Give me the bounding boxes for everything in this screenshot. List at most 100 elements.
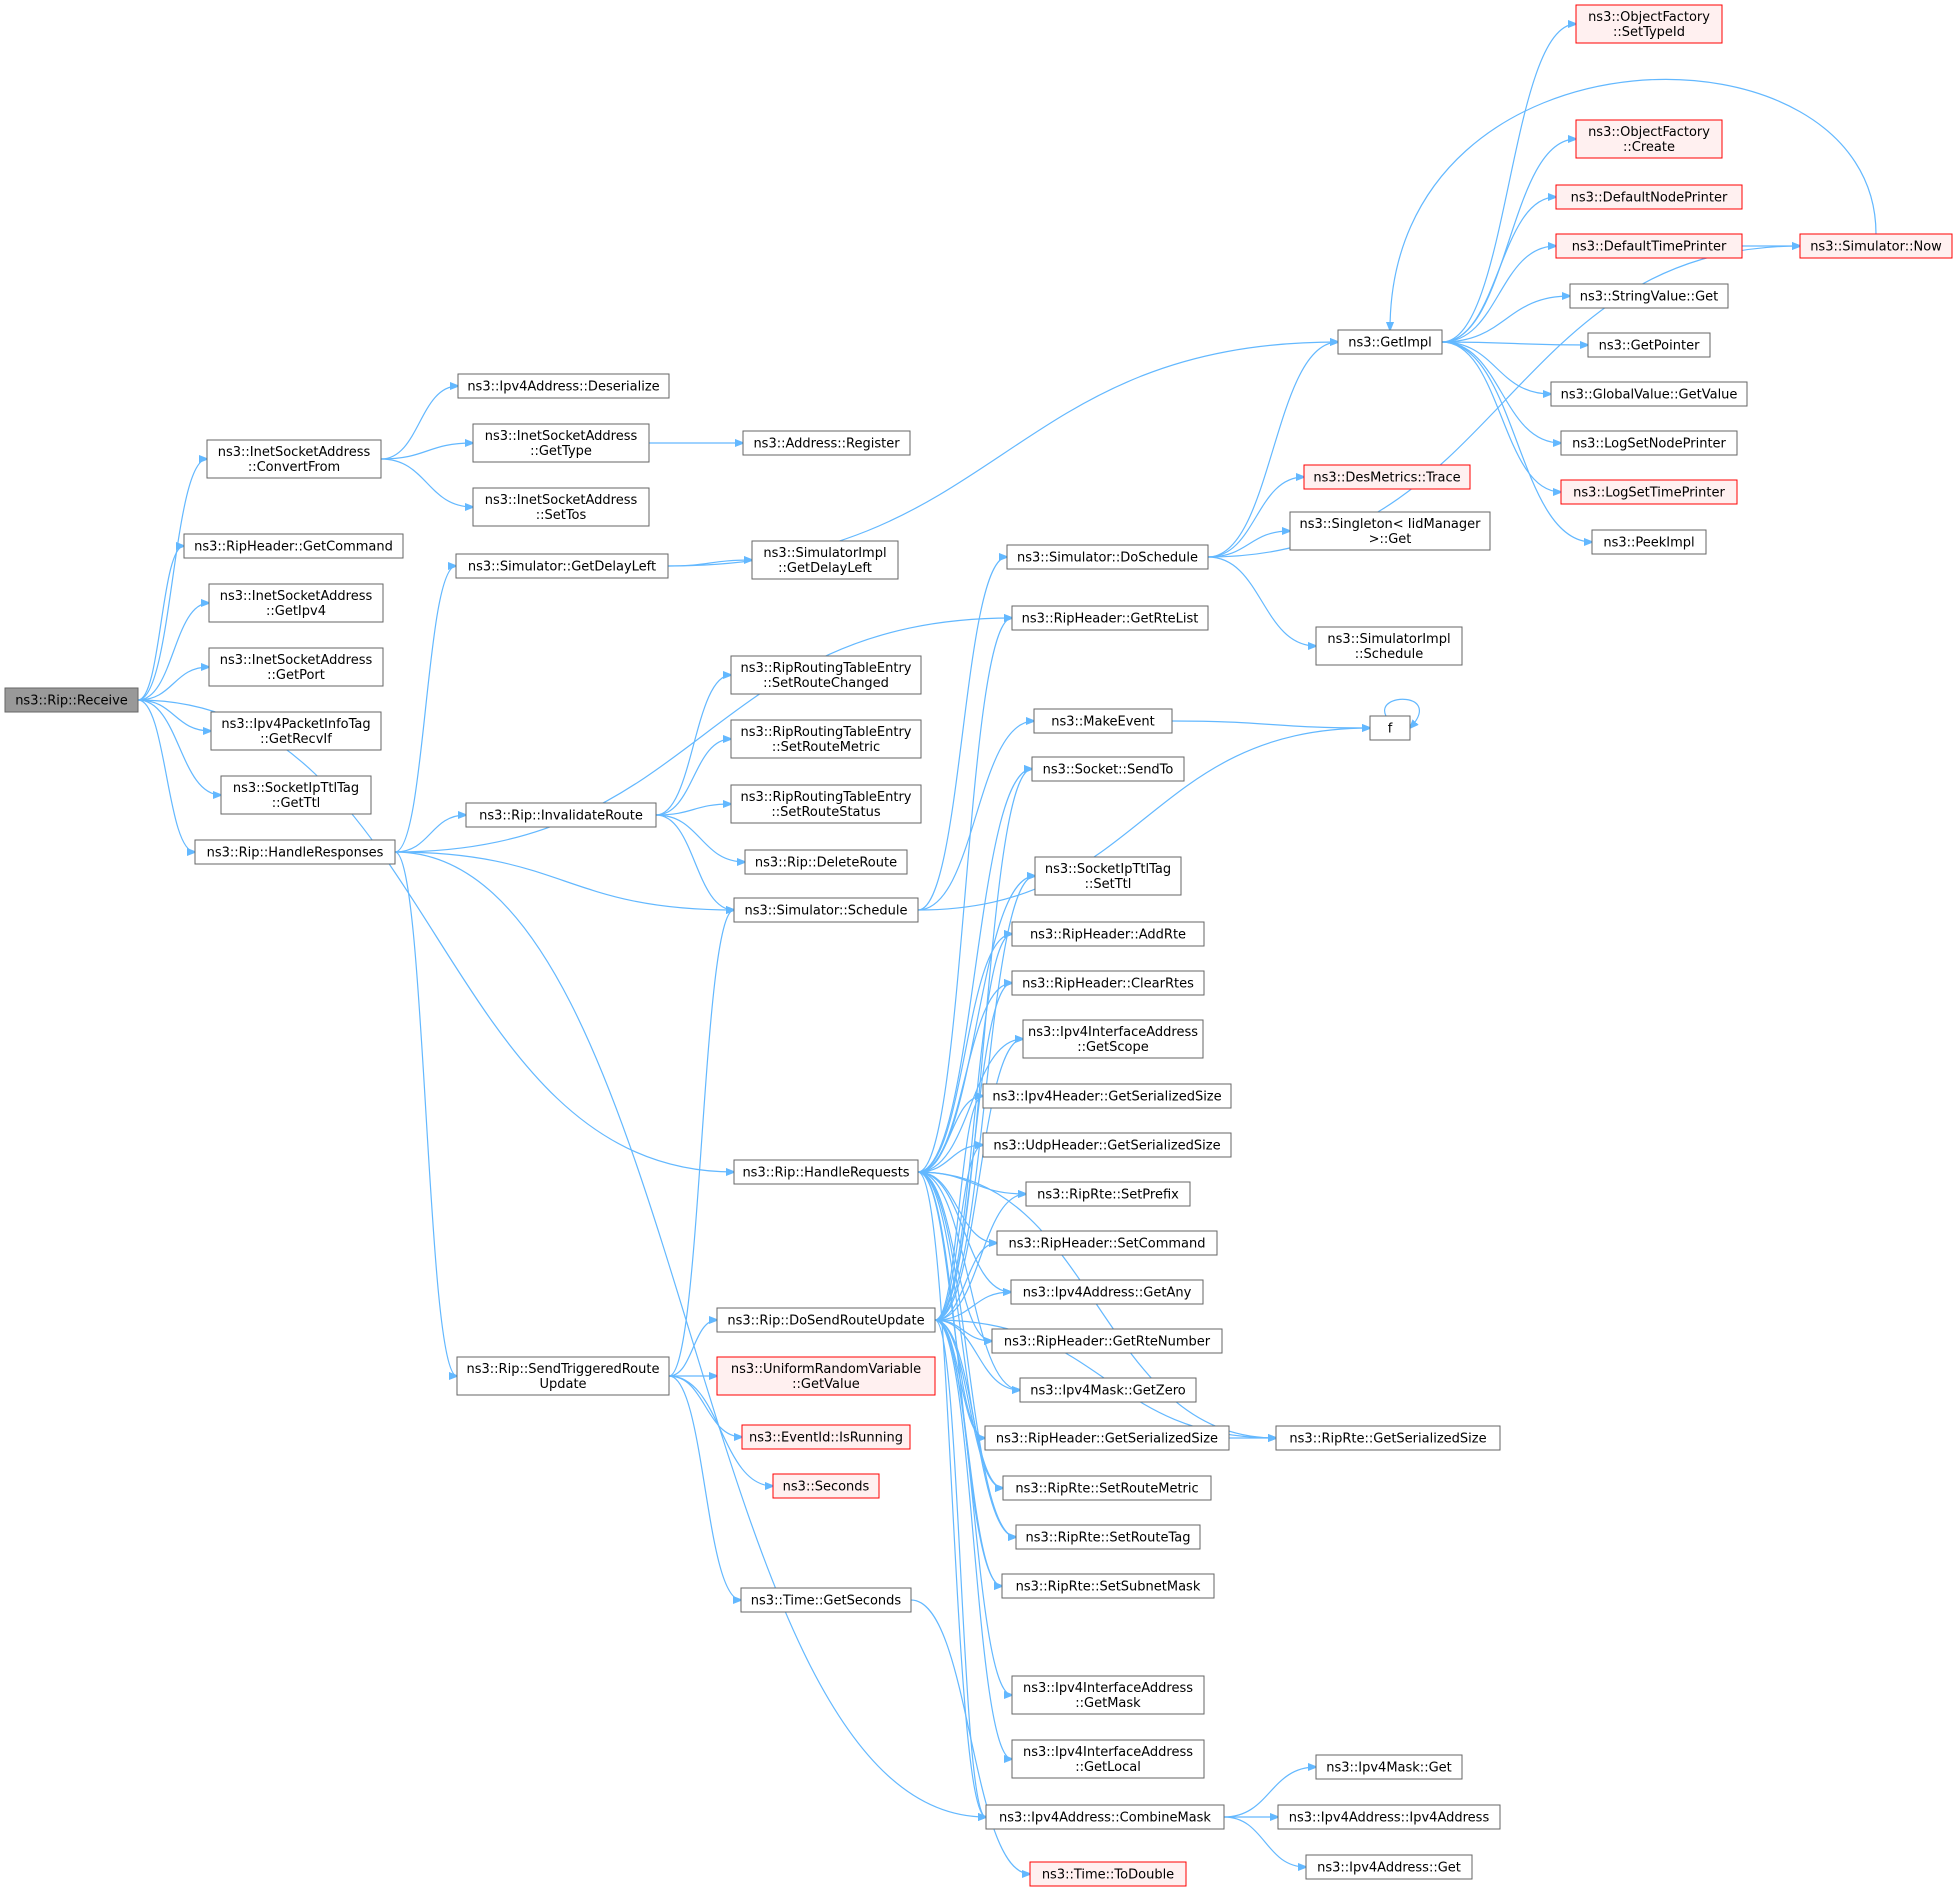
node-clearrtes[interactable]: ns3::RipHeader::ClearRtes [1011, 970, 1205, 996]
node-riphdrsize[interactable]: ns3::RipHeader::GetSerializedSize [984, 1425, 1230, 1451]
node-invalidateroute[interactable]: ns3::Rip::InvalidateRoute [465, 802, 657, 828]
node-addrget[interactable]: ns3::Ipv4Address::Get [1305, 1854, 1473, 1880]
node-getttl[interactable]: ns3::SocketIpTtlTag::GetTtl [220, 775, 372, 815]
node-getrtenumber[interactable]: ns3::RipHeader::GetRteNumber [991, 1328, 1223, 1354]
node-stringvalueget[interactable]: ns3::StringValue::Get [1569, 283, 1729, 309]
node-isrunning[interactable]: ns3::EventId::IsRunning [741, 1424, 911, 1450]
node-maskget[interactable]: ns3::Ipv4Mask::Get [1315, 1754, 1463, 1780]
node-box [1799, 233, 1953, 259]
node-deleteroute[interactable]: ns3::Rip::DeleteRoute [744, 849, 908, 875]
node-box [1010, 1279, 1204, 1305]
node-label: ns3::Ipv4Address::Deserialize [467, 380, 659, 395]
node-combinemask[interactable]: ns3::Ipv4Address::CombineMask [985, 1804, 1225, 1830]
node-getdelayleft[interactable]: ns3::Simulator::GetDelayLeft [455, 553, 669, 579]
call-edge-handleresponses-to-combinemask [394, 851, 986, 1817]
node-getany[interactable]: ns3::Ipv4Address::GetAny [1010, 1279, 1204, 1305]
node-label: Update [539, 1377, 586, 1392]
node-logsetnodeprinter[interactable]: ns3::LogSetNodePrinter [1560, 430, 1738, 456]
node-setroutestatus[interactable]: ns3::RipRoutingTableEntry::SetRouteStatu… [730, 784, 922, 824]
node-setsubnetmask[interactable]: ns3::RipRte::SetSubnetMask [1001, 1573, 1215, 1599]
node-addrte[interactable]: ns3::RipHeader::AddRte [1011, 921, 1205, 947]
node-rtesize[interactable]: ns3::RipRte::GetSerializedSize [1275, 1425, 1501, 1451]
node-uniformgetvalue[interactable]: ns3::UniformRandomVariable::GetValue [716, 1356, 936, 1396]
node-getimpl[interactable]: ns3::GetImpl [1337, 329, 1443, 355]
node-convertfrom[interactable]: ns3::InetSocketAddress::ConvertFrom [206, 439, 382, 479]
node-box [982, 1083, 1232, 1109]
node-getzero[interactable]: ns3::Ipv4Mask::GetZero [1019, 1377, 1197, 1403]
node-ofcreate[interactable]: ns3::ObjectFactory::Create [1575, 119, 1723, 159]
node-implschedule[interactable]: ns3::SimulatorImpl::Schedule [1315, 626, 1463, 666]
node-box [991, 1328, 1223, 1354]
node-setcommand[interactable]: ns3::RipHeader::SetCommand [996, 1230, 1218, 1256]
node-handlerequests[interactable]: ns3::Rip::HandleRequests [733, 1159, 919, 1185]
node-implgetdelayleft[interactable]: ns3::SimulatorImpl::GetDelayLeft [751, 540, 899, 580]
node-simnow[interactable]: ns3::Simulator::Now [1799, 233, 1953, 259]
node-globalgetvalue[interactable]: ns3::GlobalValue::GetValue [1550, 381, 1748, 407]
node-udphdrsize[interactable]: ns3::UdpHeader::GetSerializedSize [982, 1132, 1232, 1158]
node-label: ns3::RipRoutingTableEntry [741, 790, 912, 805]
node-label: ns3::GetImpl [1348, 336, 1432, 351]
call-edge-dosendrouteupdate-to-addrte [934, 934, 1012, 1321]
node-singletonget[interactable]: ns3::Singleton< IidManager >::Get [1289, 511, 1491, 551]
node-getport[interactable]: ns3::InetSocketAddress::GetPort [208, 647, 384, 687]
node-makeevent[interactable]: ns3::MakeEvent [1033, 708, 1173, 734]
node-dosendrouteupdate[interactable]: ns3::Rip::DoSendRouteUpdate [716, 1307, 936, 1333]
node-deserialize[interactable]: ns3::Ipv4Address::Deserialize [457, 373, 670, 399]
call-edge-handleresponses-to-getrtelist [394, 618, 1012, 853]
node-label: ::GetRecvIf [260, 732, 332, 747]
node-doschedule[interactable]: ns3::Simulator::DoSchedule [1006, 544, 1209, 570]
node-ipv4hdrsize[interactable]: ns3::Ipv4Header::GetSerializedSize [982, 1083, 1232, 1109]
node-label: ns3::RipHeader::AddRte [1030, 928, 1186, 943]
node-label: ns3::Rip::DeleteRoute [755, 856, 897, 871]
node-handleresponses[interactable]: ns3::Rip::HandleResponses [194, 839, 396, 865]
node-label: ::Schedule [1355, 647, 1424, 662]
call-edge-invalidateroute-to-rtesetroutemetric [655, 739, 731, 816]
node-getcommand[interactable]: ns3::RipHeader::GetCommand [183, 533, 404, 559]
node-label: f [1388, 722, 1393, 737]
call-edge-handlerequests-to-ripsetroutemetric [917, 1171, 1003, 1488]
node-getrtelist[interactable]: ns3::RipHeader::GetRteList [1011, 605, 1209, 631]
node-defaulttimeprinter[interactable]: ns3::DefaultTimePrinter [1555, 233, 1743, 259]
node-schedule[interactable]: ns3::Simulator::Schedule [733, 897, 919, 923]
node-todouble[interactable]: ns3::Time::ToDouble [1029, 1861, 1187, 1887]
node-label: ns3::SimulatorImpl [1327, 632, 1450, 647]
node-ipv4address[interactable]: ns3::Ipv4Address::Ipv4Address [1277, 1804, 1501, 1830]
node-register[interactable]: ns3::Address::Register [742, 430, 911, 456]
node-settypeid[interactable]: ns3::ObjectFactory::SetTypeId [1575, 4, 1723, 44]
node-label: ns3::Rip::DoSendRouteUpdate [727, 1314, 924, 1329]
node-getrecvif[interactable]: ns3::Ipv4PacketInfoTag::GetRecvIf [210, 711, 382, 751]
node-rtesetroutemetric[interactable]: ns3::RipRoutingTableEntry::SetRouteMetri… [730, 719, 922, 759]
node-sendto[interactable]: ns3::Socket::SendTo [1031, 756, 1185, 782]
node-receive[interactable]: ns3::Rip::Receive [4, 687, 139, 713]
node-ripsetroutemetric[interactable]: ns3::RipRte::SetRouteMetric [1002, 1475, 1212, 1501]
node-getipv4[interactable]: ns3::InetSocketAddress::GetIpv4 [208, 583, 384, 623]
call-edge-dosendrouteupdate-to-combinemask [934, 1319, 986, 1817]
node-getmask[interactable]: ns3::Ipv4InterfaceAddress::GetMask [1011, 1675, 1205, 1715]
node-getlocal[interactable]: ns3::Ipv4InterfaceAddress::GetLocal [1011, 1739, 1205, 1779]
node-setprefix[interactable]: ns3::RipRte::SetPrefix [1025, 1181, 1191, 1207]
node-getseconds[interactable]: ns3::Time::GetSeconds [740, 1587, 912, 1613]
node-box [1569, 283, 1729, 309]
node-label: ns3::Rip::SendTriggeredRoute [467, 1362, 660, 1377]
node-setroutetag[interactable]: ns3::RipRte::SetRouteTag [1015, 1524, 1201, 1550]
node-desmetrics[interactable]: ns3::DesMetrics::Trace [1303, 464, 1471, 490]
node-defaultnodeprinter[interactable]: ns3::DefaultNodePrinter [1555, 184, 1743, 210]
call-edge-dosendrouteupdate-to-getmask [934, 1319, 1012, 1695]
node-settos[interactable]: ns3::InetSocketAddress::SetTos [472, 487, 650, 527]
node-logsettimeprinter[interactable]: ns3::LogSetTimePrinter [1560, 479, 1738, 505]
node-peekimpl[interactable]: ns3::PeekImpl [1591, 529, 1707, 555]
node-getpointer[interactable]: ns3::GetPointer [1587, 332, 1711, 358]
node-setroutechanged[interactable]: ns3::RipRoutingTableEntry::SetRouteChang… [730, 655, 922, 695]
edges-layer [137, 24, 1877, 1874]
node-getscope[interactable]: ns3::Ipv4InterfaceAddress::GetScope [1022, 1019, 1204, 1059]
node-setttl[interactable]: ns3::SocketIpTtlTag::SetTtl [1034, 856, 1182, 896]
node-f[interactable]: f [1369, 715, 1411, 741]
call-edge-dosendrouteupdate-to-getany [934, 1292, 1011, 1321]
node-gettype[interactable]: ns3::InetSocketAddress::GetType [472, 423, 650, 463]
node-seconds[interactable]: ns3::Seconds [772, 1473, 880, 1499]
call-edge-invalidateroute-to-deleteroute [655, 814, 745, 862]
call-edge-receive-to-handlerequests [137, 699, 734, 1172]
call-edge-getimpl-to-getpointer [1441, 342, 1588, 345]
node-box [982, 1132, 1232, 1158]
